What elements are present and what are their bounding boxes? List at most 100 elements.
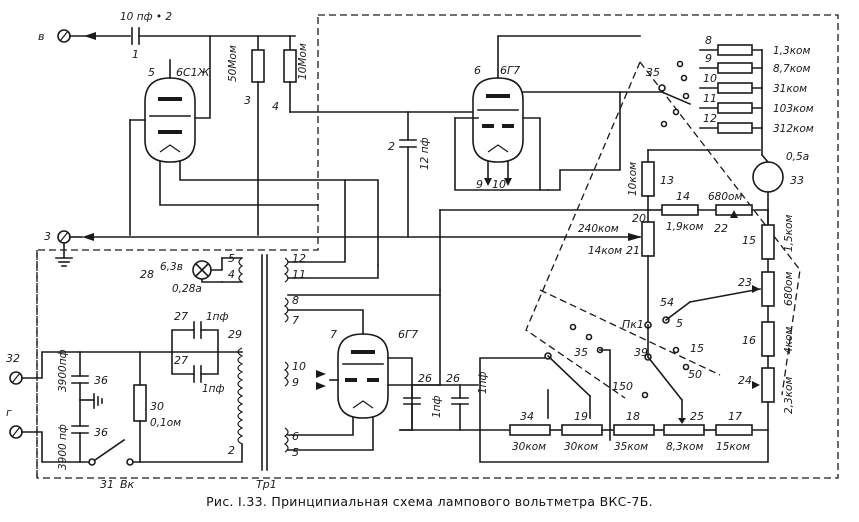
shield-diagonal-c — [539, 289, 721, 376]
r19-value: 30ком — [564, 441, 598, 453]
capacitor-c27b: 27 1пф — [171, 351, 225, 395]
tube-6-pin9: 9 — [476, 178, 483, 191]
r18-number: 18 — [626, 410, 640, 423]
tube-7: 7 6Г7 — [330, 328, 418, 419]
r14-number: 14 — [676, 190, 690, 203]
resistor-r13: 13 10ком — [627, 149, 674, 211]
tube-6-pin10: 10 — [492, 178, 506, 191]
ground-terminal-label: 3 — [44, 230, 51, 243]
r16-number: 16 — [742, 334, 756, 347]
tr1-w12: 12 — [292, 252, 306, 265]
r30-value: 0,1ом — [150, 417, 181, 429]
switch-39[interactable]: 39 15 50 150 — [612, 342, 704, 402]
r8-number: 8 — [705, 34, 712, 47]
tr1-w29: 29 — [228, 328, 242, 341]
resistor-r10: 10 31ком — [703, 72, 807, 95]
input-32-label: 32 — [6, 352, 20, 365]
capacitor-c26a: 26 1пф — [403, 372, 443, 418]
shield-diagonal-b — [639, 61, 801, 396]
c26a-value: 1пф — [431, 395, 443, 418]
resistor-r22: 680ом 22 — [708, 191, 769, 235]
tube-5-type: 6С1Ж — [176, 66, 211, 79]
resistor-r19: 19 30ком — [561, 410, 603, 453]
lamp-number: 28 — [140, 268, 154, 281]
tr1-w8: 8 — [292, 294, 299, 307]
resistor-r34: 34 30ком — [509, 410, 551, 453]
r21-value: 14ком — [588, 245, 622, 257]
c1-number: 1 — [132, 48, 139, 61]
tube-5: 5 6С1Ж — [144, 66, 211, 163]
r10-number: 10 — [703, 72, 717, 85]
r22-number: 22 — [714, 222, 728, 235]
meter-value: 0,5а — [786, 151, 809, 163]
switch-pk1[interactable]: Пк1 5 54 — [622, 296, 692, 331]
tube-6: 6 6Г7 9 10 — [472, 64, 524, 191]
r11-number: 11 — [703, 92, 717, 105]
c36b-number: 36 — [94, 426, 108, 439]
tube-6-type: 6Г7 — [500, 64, 520, 77]
resistor-r30: 30 0,1ом — [133, 351, 181, 463]
switch-39-number: 39 — [634, 346, 648, 359]
power-switch-vk[interactable]: 31 Вк — [88, 438, 135, 491]
meter-33: 33 0,5а — [752, 151, 809, 193]
r3-value: 50Мом — [227, 45, 239, 82]
figure-caption: Рис. I.33. Принципиальная схема ламповог… — [206, 494, 653, 509]
resistor-r12: 12 312ком — [703, 112, 814, 135]
pk1-pos54: 54 — [660, 296, 674, 309]
c1-value: 10 пф • 2 — [120, 11, 172, 23]
r15-number: 15 — [742, 234, 756, 247]
switch-35-lower-number: 35 — [574, 346, 588, 359]
r8-value: 1,3ком — [773, 45, 810, 57]
resistor-r25: 25 8,3ком — [663, 410, 705, 453]
r20-value: 240ком — [578, 223, 619, 235]
c36b-value: 3900 пф — [57, 424, 69, 470]
tr1-w9: 9 — [292, 376, 299, 389]
switch-39-pos50: 50 — [688, 368, 702, 381]
resistor-r18: 18 35ком — [613, 410, 655, 453]
tube-7-type: 6Г7 — [398, 328, 418, 341]
pk1-label: Пк1 — [622, 318, 644, 331]
r21-number: 21 — [626, 244, 640, 257]
switch-35-lower[interactable]: 35 — [544, 323, 604, 398]
lamp-voltage: 6,3в — [160, 261, 183, 273]
c27b-value: 1пф — [202, 383, 225, 395]
tr1-w2: 2 — [228, 444, 235, 457]
r30-number: 30 — [150, 400, 164, 413]
r19-number: 19 — [574, 410, 588, 423]
output-terminal: в — [38, 29, 71, 43]
r13-number: 13 — [660, 174, 674, 187]
r34-number: 34 — [520, 410, 534, 423]
switch-35-upper[interactable]: 35 — [619, 60, 692, 128]
r10-value: 31ком — [773, 83, 807, 95]
tube-7-number: 7 — [330, 328, 337, 341]
r34-value: 30ком — [512, 441, 546, 453]
r25-number: 25 — [690, 410, 704, 423]
c27a-value: 1пф — [206, 311, 229, 323]
shield-diagonal-a — [525, 61, 641, 399]
resistor-r16: 16 4ком — [742, 321, 795, 357]
r12-number: 12 — [703, 112, 717, 125]
switch-39-pos15: 15 — [690, 342, 704, 355]
capacitor-c26b: 26 1пф — [446, 371, 489, 431]
tube-6-number: 6 — [474, 64, 481, 77]
input-terminal-g: г — [6, 406, 23, 439]
tr1-w10: 10 — [292, 360, 306, 373]
tr1-w5b: 5 — [292, 446, 299, 459]
resistor-r4: 10Мом 4 — [272, 35, 309, 113]
r9-number: 9 — [705, 52, 712, 65]
c26b-value: 1пф — [477, 371, 489, 394]
tr1-w11: 11 — [292, 268, 306, 281]
tr1-w6: 6 — [292, 430, 299, 443]
r24-number: 24 — [738, 374, 752, 387]
capacitor-c36a: 36 3900пф — [57, 349, 108, 401]
r12-value: 312ком — [773, 123, 814, 135]
c27b-number: 27 — [174, 354, 188, 367]
capacitor-c27a: 27 1пф — [171, 310, 229, 353]
transformer-tr1: 12 11 5 4 8 7 29 10 9 6 5 2 Тр1 — [228, 252, 306, 491]
resistor-r8: 8 1,3ком — [705, 34, 810, 57]
capacitor-c36b: 36 3900 пф — [57, 399, 108, 470]
output-terminal-label: в — [38, 30, 44, 43]
c26b-number: 26 — [446, 372, 460, 385]
r24-value: 2,3ком — [783, 377, 795, 414]
